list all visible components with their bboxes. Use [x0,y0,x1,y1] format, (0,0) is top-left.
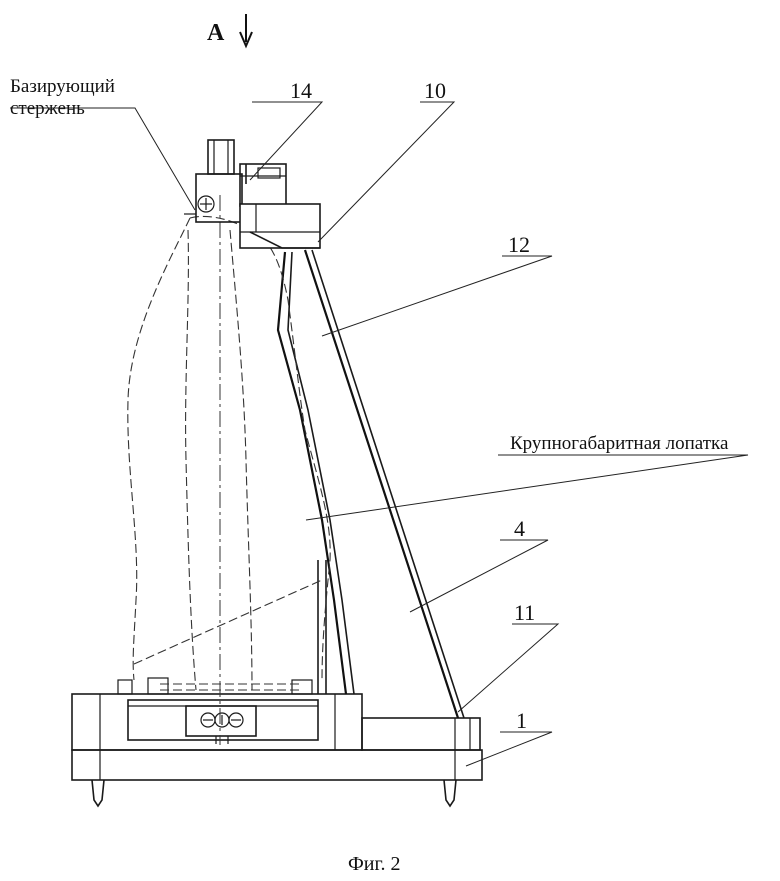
figure-caption: Фиг. 2 [348,853,400,875]
top-clamp [184,140,320,248]
part-12-label: 12 [508,232,530,257]
stay-rod [305,250,464,718]
view-letter: А [207,20,225,46]
part-10-label: 10 [424,78,446,103]
view-arrow-a: А [207,14,252,46]
support-bars [278,252,354,694]
blade-label: Крупногабаритная лопатка [510,433,729,454]
extension-block [362,718,480,750]
part-1-label: 1 [516,708,527,733]
base-rod-label-line1: Базирующий [10,76,115,97]
base-rod-label-line2: стержень [10,98,85,119]
part-14-label: 14 [290,78,312,103]
blade-outline [128,216,330,690]
part-11-label: 11 [514,600,535,625]
base-plate [72,750,482,806]
part-4-label: 4 [514,516,525,541]
